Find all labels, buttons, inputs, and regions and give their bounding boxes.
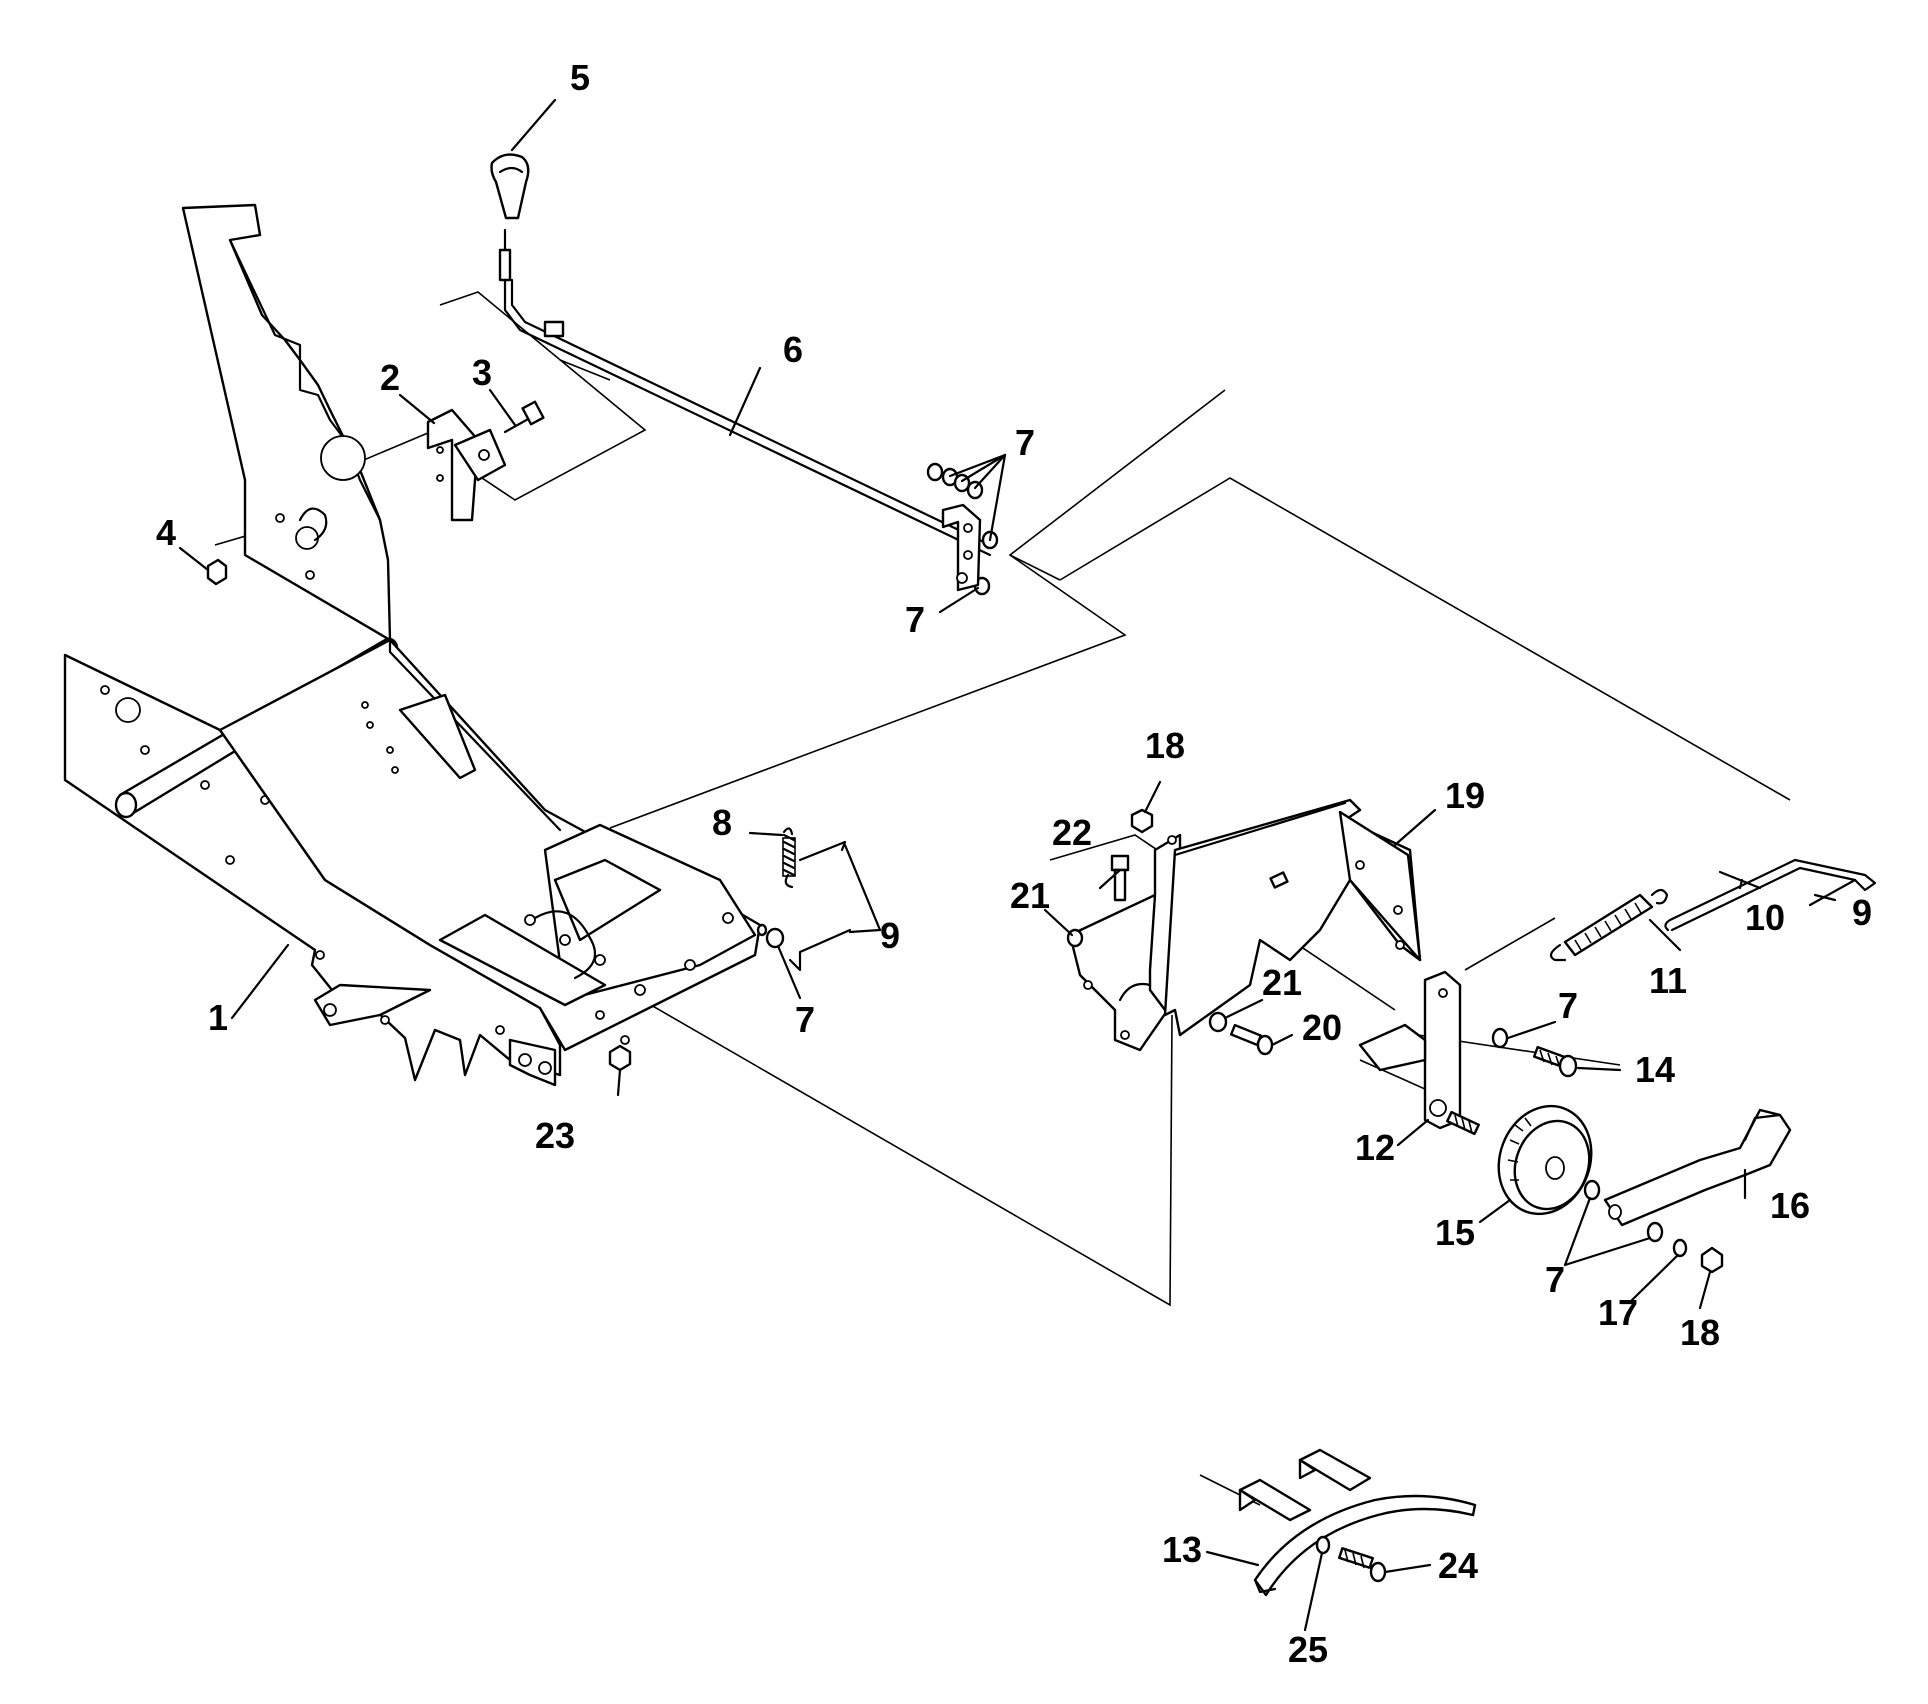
idler-bracket-part-19 xyxy=(1068,798,1422,1052)
nut-part-21-b xyxy=(1208,1011,1228,1033)
spring-part-11 xyxy=(1549,888,1669,962)
callout-21-left: 21 xyxy=(1010,875,1050,916)
nut-part-18-top xyxy=(1130,808,1154,834)
knob-part-5 xyxy=(490,153,530,220)
bolt-part-20 xyxy=(1229,1023,1274,1056)
shift-rod-part-6 xyxy=(498,228,992,557)
callout-23: 23 xyxy=(535,1115,575,1156)
belt-guide-part-16 xyxy=(1603,1108,1792,1227)
callout-13: 13 xyxy=(1162,1529,1202,1570)
callout-2: 2 xyxy=(380,357,400,398)
pin-part-9-a xyxy=(788,840,852,972)
idler-arm-part-12 xyxy=(1358,970,1462,1130)
callout-5: 5 xyxy=(570,57,590,98)
bolt-part-22 xyxy=(1110,854,1130,902)
callout-9-rod: 9 xyxy=(1852,892,1872,933)
callout-18-top: 18 xyxy=(1145,725,1185,766)
callout-3: 3 xyxy=(472,352,492,393)
frame-part-1 xyxy=(63,203,762,1087)
callout-24: 24 xyxy=(1438,1545,1478,1586)
callout-18-pulley: 18 xyxy=(1680,1312,1720,1353)
callout-7-top: 7 xyxy=(1015,422,1035,463)
callout-10: 10 xyxy=(1745,897,1785,938)
bolt-part-3 xyxy=(503,400,545,434)
bolt-part-24 xyxy=(1338,1547,1387,1583)
callout-7-arm: 7 xyxy=(1558,985,1578,1026)
callout-25: 25 xyxy=(1288,1629,1328,1670)
washer-part-17 xyxy=(1672,1238,1688,1258)
callout-7-pulley: 7 xyxy=(1545,1259,1565,1300)
rod-mount-bracket xyxy=(941,503,982,592)
callout-7-bracket: 7 xyxy=(905,599,925,640)
callout-1: 1 xyxy=(208,997,228,1038)
callout-20: 20 xyxy=(1302,1007,1342,1048)
bracket-part-2 xyxy=(426,408,507,522)
callout-15: 15 xyxy=(1435,1212,1475,1253)
callout-17: 17 xyxy=(1598,1292,1638,1333)
washer-part-7-pulley xyxy=(1583,1179,1664,1243)
nut-part-18-pulley xyxy=(1700,1246,1724,1274)
callout-9-frame: 9 xyxy=(880,915,900,956)
callout-12: 12 xyxy=(1355,1127,1395,1168)
bolt-part-14 xyxy=(1532,1045,1578,1078)
callout-7-frame: 7 xyxy=(795,999,815,1040)
pin-part-9-b xyxy=(1808,878,1857,907)
leader-lines xyxy=(178,98,1837,1632)
nut-part-4 xyxy=(206,558,228,586)
belt-guard-part-13 xyxy=(1238,1448,1477,1597)
callout-labels: 1 2 3 4 5 6 7 7 7 7 7 8 9 9 10 11 12 13 … xyxy=(156,57,1872,1670)
callout-11: 11 xyxy=(1649,960,1687,1001)
callout-21-right: 21 xyxy=(1262,962,1302,1003)
callout-4: 4 xyxy=(156,512,176,553)
nut-part-23 xyxy=(608,1044,632,1072)
callout-8: 8 xyxy=(712,802,732,843)
washer-part-7-frame xyxy=(756,923,785,949)
washer-part-7-arm xyxy=(1491,1027,1509,1049)
pulley-part-15 xyxy=(1446,1104,1593,1216)
spring-part-8 xyxy=(782,827,796,889)
callout-16: 16 xyxy=(1770,1185,1810,1226)
washer-part-25 xyxy=(1315,1535,1331,1555)
callout-6: 6 xyxy=(783,329,803,370)
callout-14: 14 xyxy=(1635,1049,1675,1090)
callout-22: 22 xyxy=(1052,812,1092,853)
callout-19: 19 xyxy=(1445,775,1485,816)
